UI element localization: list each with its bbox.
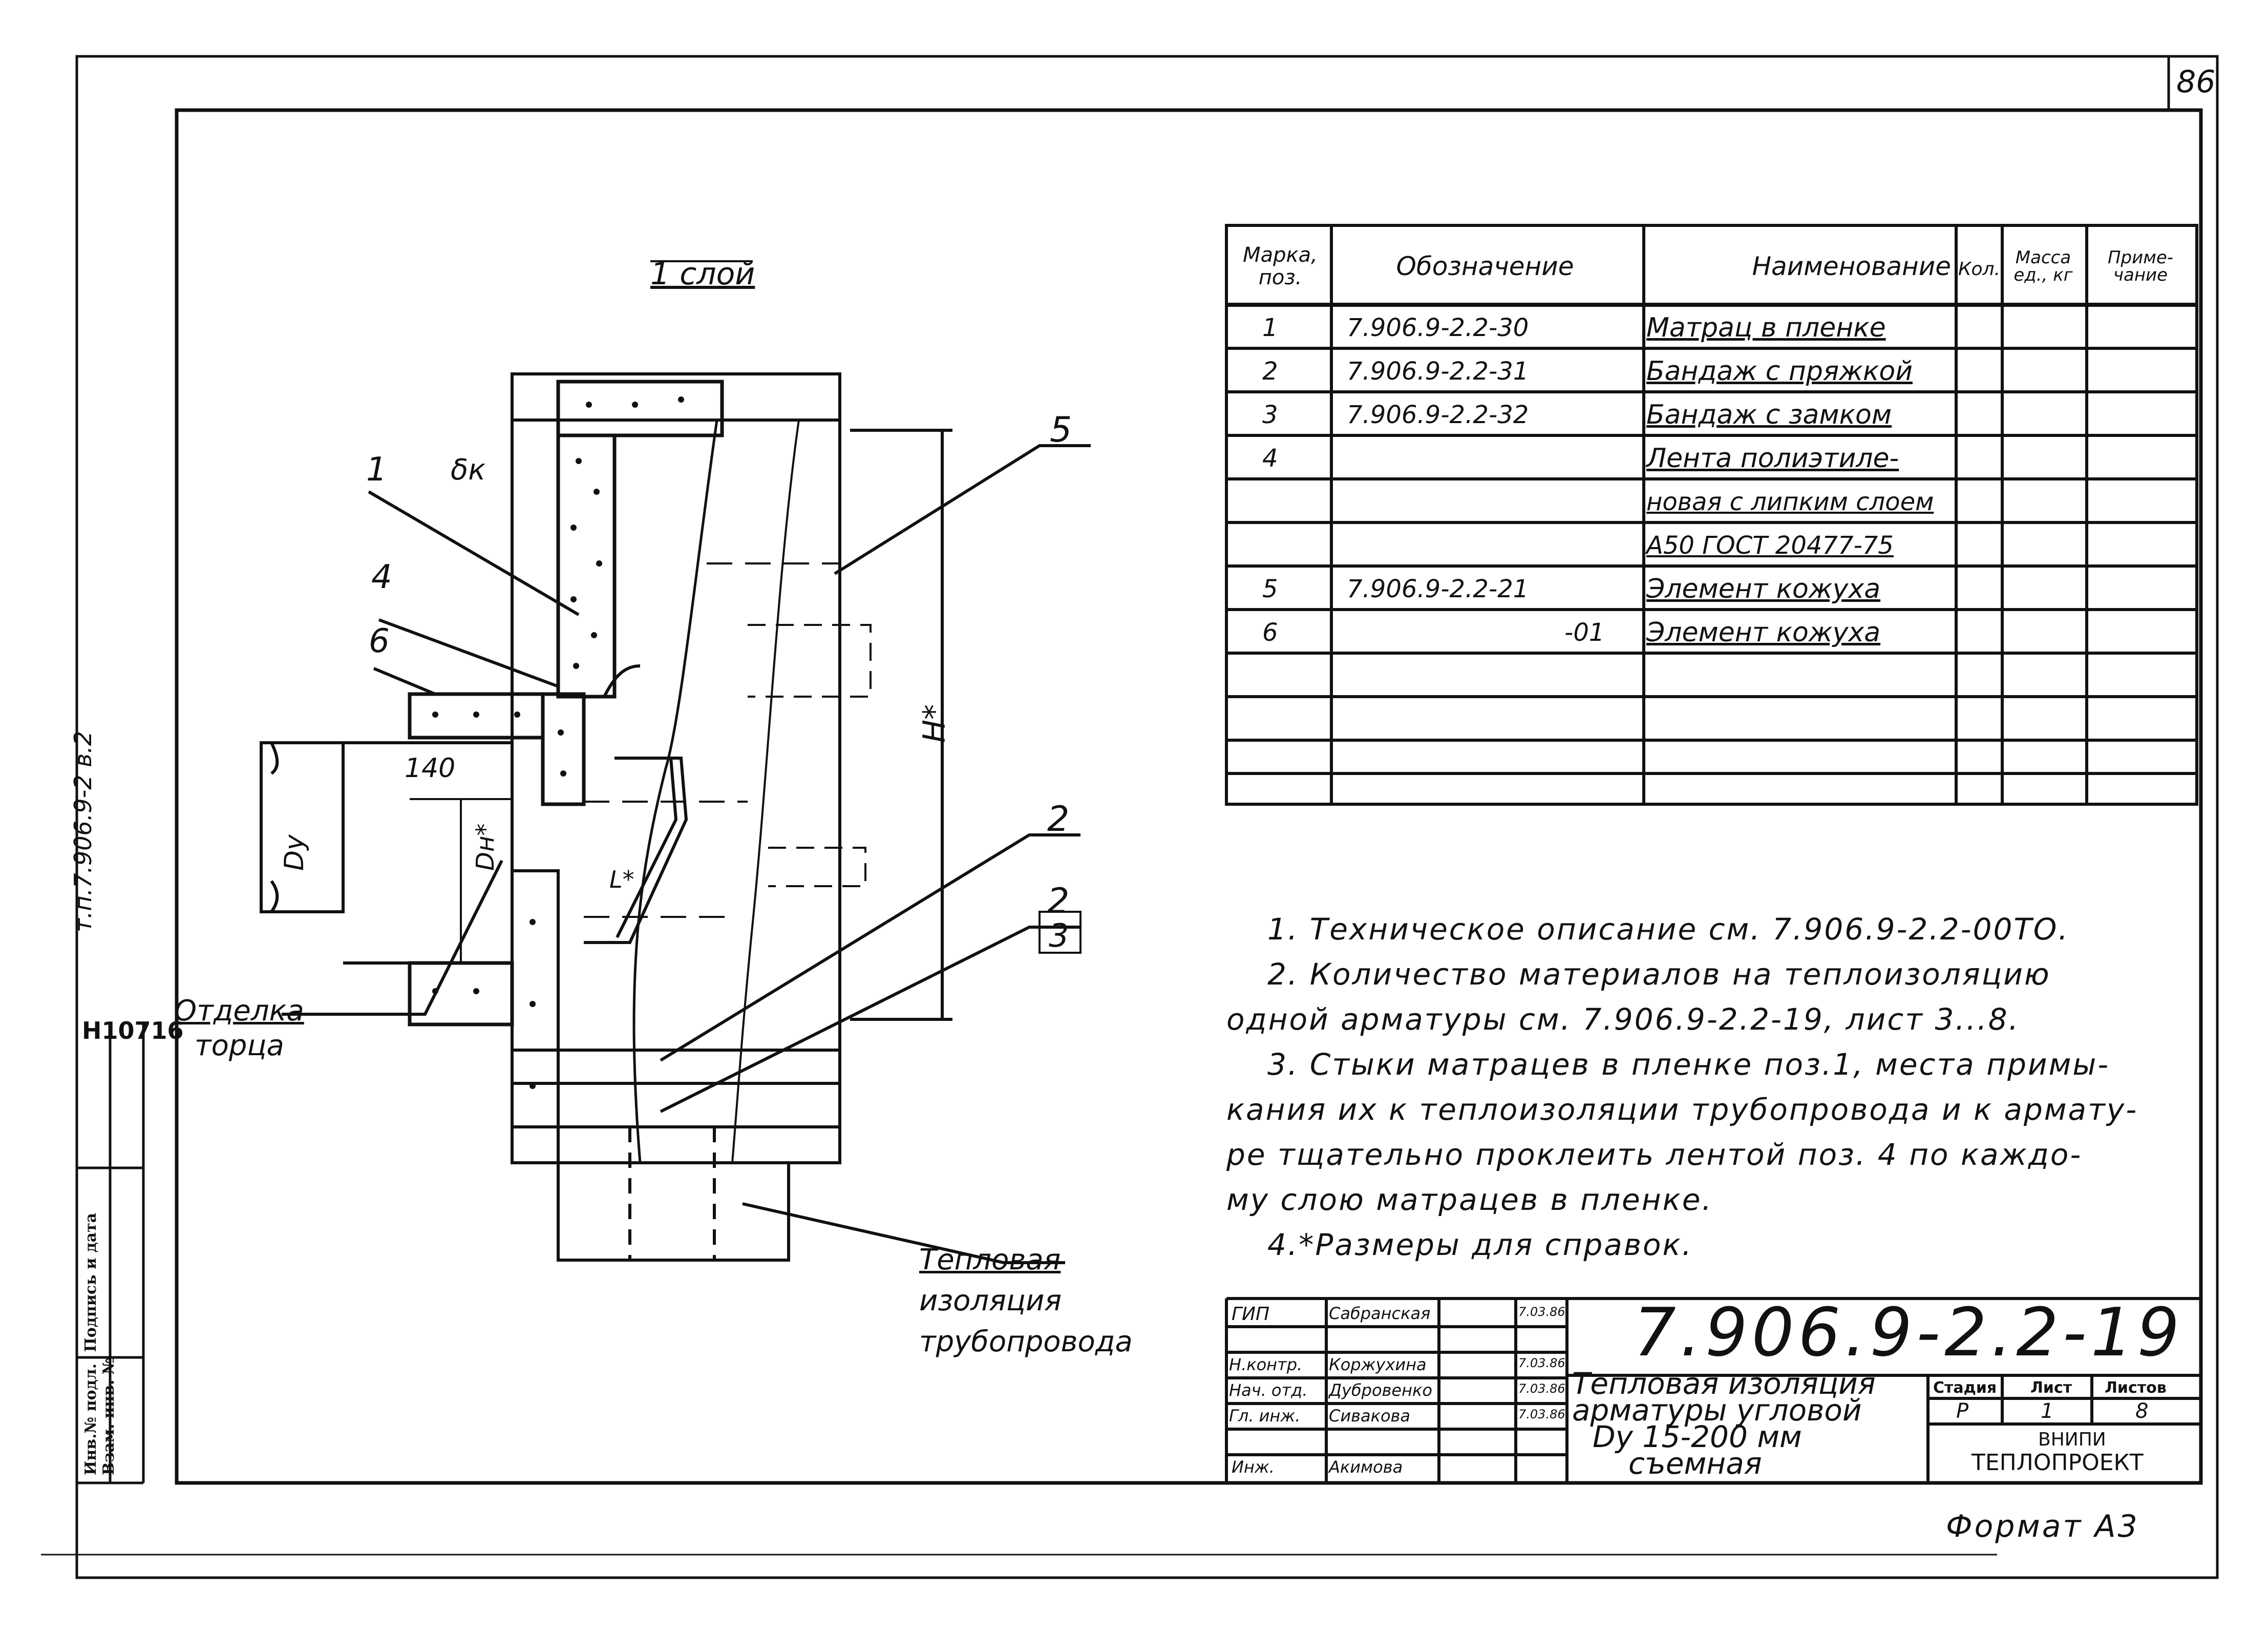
title-line-1: Тепловая изоляция [1572, 1366, 1876, 1401]
dim-nominal-diameter: Dу [279, 834, 310, 871]
binding-col-inv: Инв.№ подл. [82, 1363, 100, 1475]
spec-row-3-name: Бандаж с замком [1646, 400, 1892, 430]
spec-row-1-designation: 7.906.9-2.2-30 [1347, 313, 1529, 342]
callout-end-finish-line2: торца [195, 1029, 284, 1062]
sheet-header: Лист [2030, 1379, 2072, 1397]
role-engineer: Инж. [1232, 1457, 1275, 1477]
binding-col-sign: Подпись и дата [82, 1212, 100, 1352]
spec-row-2-designation: 7.906.9-2.2-31 [1347, 357, 1529, 386]
name-gip: Сабранская [1329, 1304, 1431, 1323]
spec-row-3-mark: 3 [1262, 401, 1278, 429]
note-2-cont: одной арматуры см. 7.906.9-2.2-19, лист … [1226, 1002, 2020, 1037]
label-pos-3: 3 [1049, 917, 1069, 954]
spec-header-note: Приме- чание [2107, 247, 2174, 285]
document-code: 7.906.9-2.2-19 [1634, 1293, 2184, 1371]
stage-value: Р [1956, 1399, 1969, 1423]
format-label: Формат А3 [1946, 1509, 2139, 1544]
side-stamp-project-code: т.п.7.906.9-2 в.2 [69, 730, 97, 932]
spec-header-qty: Кол. [1958, 258, 2001, 280]
callout-pipe-insulation-line3: трубопровода [919, 1325, 1133, 1358]
binding-strip-labels: Инв.№ подл. Подпись и дата Взам. инв. № [82, 1014, 118, 1475]
label-pos-1: 1 [366, 451, 387, 489]
role-dept-head: Нач. отд. [1229, 1380, 1308, 1400]
date-gip: 7.03.86 [1518, 1305, 1565, 1319]
note-4: 4.*Размеры для справок. [1267, 1227, 1693, 1262]
label-pos-6: 6 [369, 622, 390, 660]
label-pos-5: 5 [1050, 410, 1072, 450]
note-3-cont-1: кания их к теплоизоляции трубопровода и … [1226, 1092, 2138, 1127]
spec-row-8-designation: -01 [1564, 618, 1605, 647]
spec-row-3-designation: 7.906.9-2.2-32 [1347, 401, 1529, 429]
spec-header-designation: Обозначение [1396, 252, 1574, 281]
specification-table: Марка, поз. Обозначение Наименование Кол… [1226, 225, 2197, 808]
org-name-line1: ВНИПИ [2038, 1429, 2106, 1450]
date-norm-control: 7.03.86 [1518, 1356, 1565, 1370]
stage-header: Стадия [1933, 1379, 1997, 1397]
binding-col-replaced: Взам. инв. № [100, 1357, 118, 1475]
spec-header-name: Наименование [1752, 252, 1951, 281]
name-dept-head: Дубровенко [1329, 1380, 1432, 1400]
spec-row-8-name: Элемент кожуха [1646, 617, 1881, 648]
title-line-2: арматуры угловой [1572, 1393, 1862, 1428]
page-number: 86 [2176, 64, 2216, 100]
name-chief-engineer: Сивакова [1329, 1406, 1410, 1426]
spec-row-7-designation: 7.906.9-2.2-21 [1347, 575, 1529, 603]
general-notes: 1. Техническое описание см. 7.906.9-2.2-… [1226, 907, 2199, 1267]
org-name-line2: ТЕПЛОПРОЕКТ [1972, 1450, 2144, 1476]
dim-height: H* [917, 704, 952, 743]
spec-header-mark: Марка, поз. [1243, 243, 1318, 289]
spec-row-1-mark: 1 [1262, 313, 1278, 342]
role-norm-control: Н.контр. [1229, 1355, 1303, 1374]
spec-row-7-name: Элемент кожуха [1646, 574, 1881, 604]
spec-row-7-mark: 5 [1262, 575, 1278, 603]
dim-outer-diameter: Dн* [471, 823, 500, 871]
date-chief-engineer: 7.03.86 [1518, 1407, 1565, 1421]
note-3: 3. Стыки матрацев в пленке поз.1, места … [1267, 1047, 2110, 1082]
spec-row-2-name: Бандаж с пряжкой [1646, 356, 1913, 387]
role-gip: ГИП [1232, 1304, 1270, 1325]
note-1: 1. Техническое описание см. 7.906.9-2.2-… [1267, 912, 2069, 947]
label-pos-2b: 2 [1047, 881, 1070, 922]
note-3-cont-3: му слою матрацев в пленке. [1226, 1182, 1713, 1217]
role-chief-engineer: Гл. инж. [1229, 1406, 1301, 1426]
callout-pipe-insulation-line2: изоляция [919, 1284, 1062, 1317]
side-stamp-archive-number: Н10716 [82, 1017, 184, 1044]
sheet-value: 1 [2041, 1399, 2054, 1423]
document-title: Тепловая изоляция арматуры угловой Dу 15… [1572, 1366, 1876, 1481]
callout-pipe-insulation: Тепловая изоляция трубопровода [919, 1240, 1133, 1363]
date-dept-head: 7.03.86 [1518, 1381, 1565, 1396]
spec-row-5-name: новая с липким слоем [1646, 488, 1934, 516]
title-line-3: Dу 15-200 мм [1593, 1419, 1802, 1454]
spec-header-mass: Масса ед., кг [2013, 247, 2073, 285]
spec-row-6-name: А50 ГОСТ 20477-75 [1646, 531, 1894, 560]
title-line-4: съемная [1628, 1446, 1762, 1481]
spec-row-4-name: Лента полиэтиле- [1646, 443, 1899, 474]
sheets-header: Листов [2105, 1379, 2167, 1397]
dim-length: L* [609, 866, 634, 893]
dim-140: 140 [405, 753, 456, 784]
label-pos-4: 4 [371, 558, 392, 596]
label-thickness: δк [451, 453, 486, 487]
note-3-cont-2: ре тщательно проклеить лентой поз. 4 по … [1226, 1137, 2083, 1172]
label-pos-2a: 2 [1047, 799, 1070, 840]
spec-row-1-name: Матрац в пленке [1646, 312, 1886, 343]
callout-pipe-insulation-line1: Тепловая [919, 1243, 1061, 1276]
layer-title: 1 слой [650, 256, 755, 292]
callout-end-finish: Отделка торца [174, 994, 304, 1063]
name-norm-control: Коржухина [1329, 1355, 1427, 1374]
note-2: 2. Количество материалов на теплоизоляци… [1267, 957, 2051, 992]
sheets-value: 8 [2135, 1399, 2149, 1423]
name-engineer: Акимова [1329, 1457, 1403, 1477]
spec-row-8-mark: 6 [1262, 618, 1278, 647]
spec-row-2-mark: 2 [1262, 357, 1278, 386]
spec-row-4-mark: 4 [1262, 444, 1278, 473]
callout-end-finish-line1: Отделка [174, 994, 304, 1028]
